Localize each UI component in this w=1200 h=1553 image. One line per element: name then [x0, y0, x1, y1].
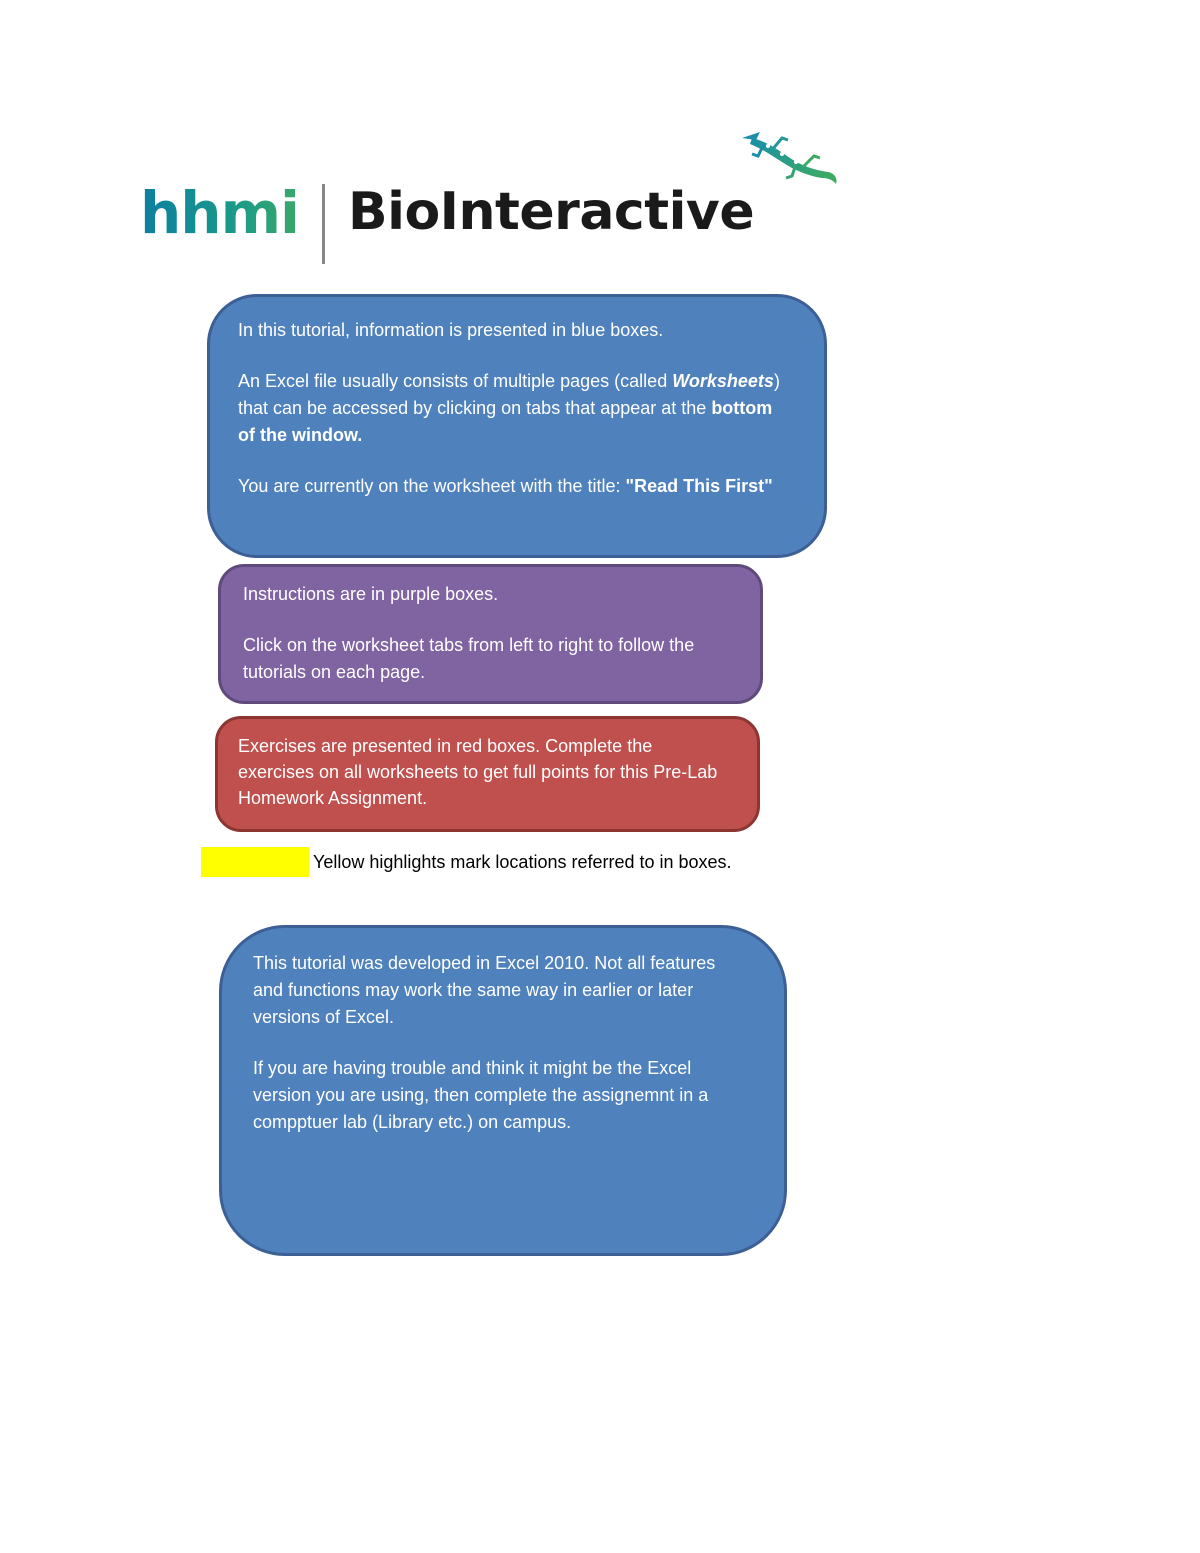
- instruction-box: Instructions are in purple boxes. Click …: [218, 564, 763, 704]
- instruction-line-2: Click on the worksheet tabs from left to…: [243, 635, 695, 682]
- exercise-text: Exercises are presented in red boxes. Co…: [238, 736, 718, 808]
- biointeractive-wordmark: BioInteractive: [348, 182, 755, 242]
- yellow-highlight-swatch: [201, 847, 309, 877]
- bottom-of-window-term: bottom of the window.: [238, 398, 773, 445]
- info-line-3: You are currently on the worksheet with …: [238, 476, 773, 496]
- info-line-1: In this tutorial, information is present…: [238, 320, 664, 340]
- hhmi-wordmark: hhmi: [140, 179, 300, 247]
- current-sheet-title: "Read This First": [625, 476, 773, 496]
- instruction-line-1: Instructions are in purple boxes.: [243, 584, 499, 604]
- version-box: This tutorial was developed in Excel 201…: [219, 925, 787, 1256]
- logo-divider: [322, 184, 325, 264]
- lizard-icon: [742, 132, 837, 184]
- version-line-1: This tutorial was developed in Excel 201…: [253, 953, 716, 1027]
- highlight-legend-text: Yellow highlights mark locations referre…: [313, 851, 732, 872]
- exercise-box: Exercises are presented in red boxes. Co…: [215, 716, 760, 832]
- info-line-2: An Excel file usually consists of multip…: [238, 371, 780, 445]
- version-line-2: If you are having trouble and think it m…: [253, 1058, 709, 1132]
- worksheets-term: Worksheets: [672, 371, 774, 391]
- hhmi-biointeractive-logo: hhmi BioInteractive: [140, 128, 860, 278]
- info-box: In this tutorial, information is present…: [207, 294, 827, 558]
- highlight-legend: Yellow highlights mark locations referre…: [201, 846, 732, 878]
